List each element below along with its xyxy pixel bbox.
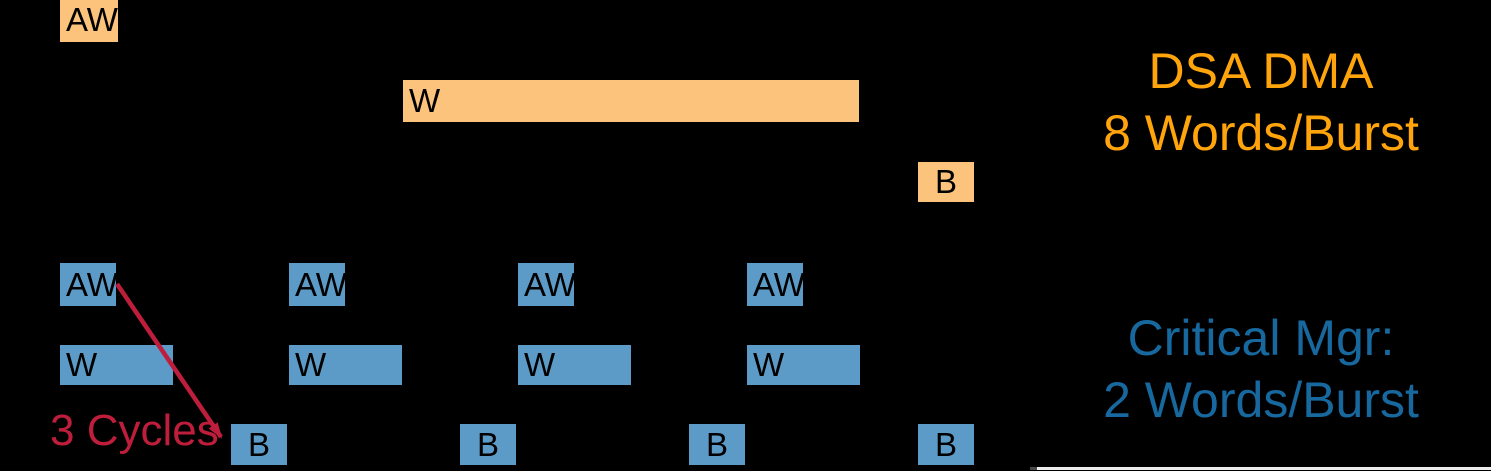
critical-legend-line2: 2 Words/Burst [1103,372,1419,428]
critical-w-box-2: W [288,344,403,386]
critical-w-box-4: W [746,344,861,386]
critical-legend: Critical Mgr: 2 Words/Burst [1096,307,1426,431]
critical-aw-box-2: AW [288,262,347,307]
dsa-legend-line1: DSA DMA [1148,43,1374,99]
three-cycles-label: 3 Cycles [50,406,219,455]
critical-b-box-4: B [917,423,975,466]
critical-b-box-3: B [688,423,746,466]
dsa-legend: DSA DMA 8 Words/Burst [1096,40,1426,164]
critical-aw-box-3: AW [517,262,576,307]
dsa-w-box: W [402,79,860,123]
critical-b-box-2: B [459,423,517,466]
dsa-b-box: B [917,161,975,203]
dsa-aw-box: AW [59,0,119,43]
critical-b-box-1: B [230,423,288,466]
bottom-edge-line [1030,467,1491,470]
critical-legend-line1: Critical Mgr: [1127,310,1395,366]
critical-aw-box-1: AW [59,262,118,307]
critical-aw-box-4: AW [746,262,805,307]
dsa-legend-line2: 8 Words/Burst [1103,105,1419,161]
critical-w-box-3: W [517,344,632,386]
critical-w-box-1: W [59,344,174,386]
